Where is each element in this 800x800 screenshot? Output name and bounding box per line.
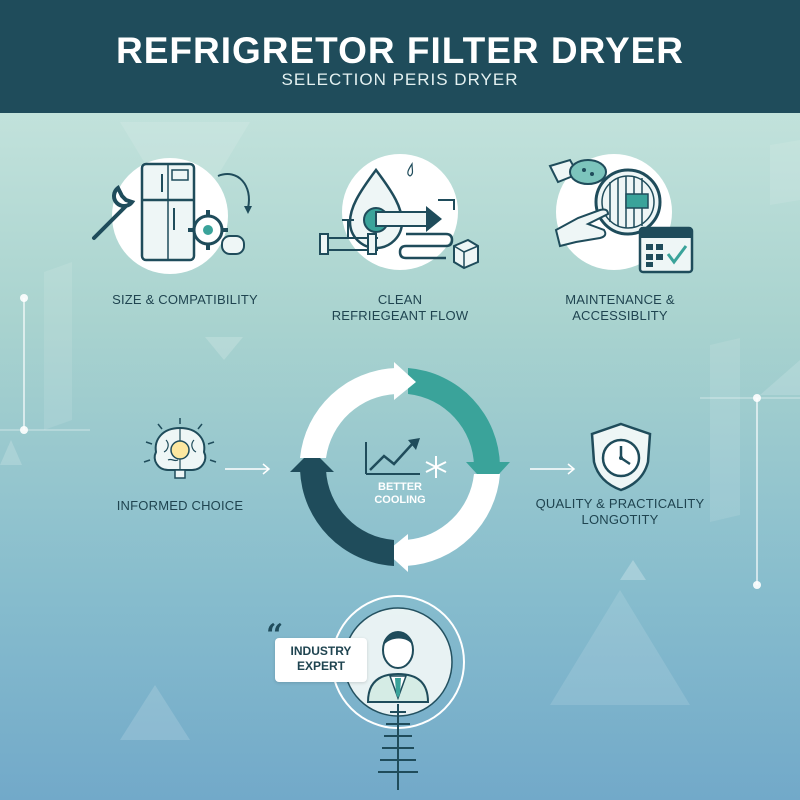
shield-clock-icon [588, 422, 654, 492]
refrigerator-wrench-gear-icon [88, 158, 263, 278]
factor-label-maintenance-accessibility: MAINTENANCE & ACCESSIBLITY [565, 292, 675, 323]
background-decoration [0, 122, 800, 740]
factor-label-size-compatibility: SIZE & COMPATIBILITY [112, 292, 258, 307]
header-banner: REFRIGRETOR FILTER DRYER SELECTION PERIS… [0, 0, 800, 113]
arrow-center-right-connector [530, 463, 576, 475]
factor-label-clean-refrigerant-flow: CLEAN REFRIEGEANT FLOW [331, 292, 469, 323]
industry-expert-callout: INDUSTRY EXPERT [275, 638, 367, 682]
better-cooling-cycle [290, 362, 510, 572]
arrow-right-left-connector [225, 463, 271, 475]
droplet-pipe-flow-icon [318, 150, 483, 280]
hand-filter-calendar-icon [548, 152, 698, 277]
better-cooling-label: BETTER COOLING [374, 481, 426, 506]
informed-choice-label: INFORMED CHOICE [116, 498, 244, 513]
trend-chart-snowflake-icon [365, 438, 447, 478]
page-subtitle: SELECTION PERIS DRYER [281, 70, 519, 89]
brain-lightbulb-icon [140, 418, 220, 484]
page-title: REFRIGRETOR FILTER DRYER [115, 30, 685, 71]
quality-practicality-label: QUALITY & PRACTICALITY LONGOTITY [535, 496, 705, 527]
businessman-avatar-icon [331, 595, 465, 790]
